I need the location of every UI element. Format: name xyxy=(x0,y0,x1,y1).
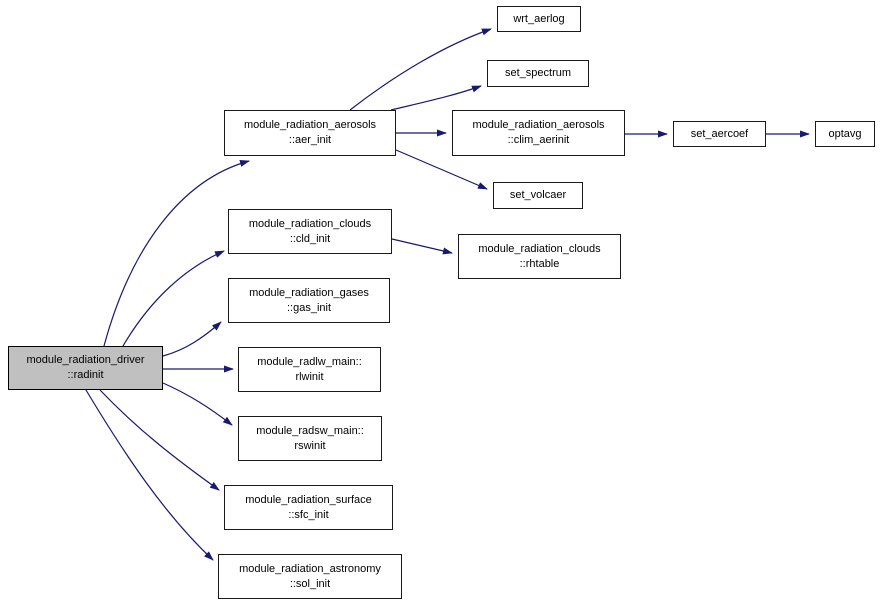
node-aer_init-line2: ::aer_init xyxy=(288,134,332,146)
node-clim_aerinit-line1: module_radiation_aerosols xyxy=(472,119,605,131)
edge-radinit-sfc_init xyxy=(99,389,220,491)
edge-aer_init-wrt_aerlog xyxy=(349,28,492,111)
edge-radinit-rswinit xyxy=(162,382,233,426)
node-optavg[interactable]: optavg xyxy=(815,121,875,147)
node-set_volcaer[interactable]: set_volcaer xyxy=(493,182,583,209)
node-rlwinit[interactable]: module_radlw_main:: rlwinit xyxy=(238,347,381,392)
node-clim_aerinit[interactable]: module_radiation_aerosols ::clim_aerinit xyxy=(452,110,625,156)
node-sfc_init-line2: ::sfc_init xyxy=(288,508,329,521)
node-gas_init-line1: module_radiation_gases xyxy=(249,286,369,299)
node-rswinit[interactable]: module_radsw_main:: rswinit xyxy=(238,416,382,461)
node-gas_init-line2: ::gas_init xyxy=(286,301,332,314)
edge-radinit-sol_init xyxy=(85,389,214,561)
node-set_spectrum-line1: set_spectrum xyxy=(504,67,572,79)
node-wrt_aerlog-line1: wrt_aerlog xyxy=(513,12,565,25)
node-optavg-line1: optavg xyxy=(828,127,862,140)
edge-cld_init-rhtable xyxy=(391,238,453,255)
node-cld_init-line1: module_radiation_clouds xyxy=(248,217,372,230)
node-rlwinit-line1: module_radlw_main:: xyxy=(257,355,362,368)
node-set_spectrum[interactable]: set_spectrum xyxy=(487,60,589,87)
node-rswinit-line1: module_radsw_main:: xyxy=(256,424,364,437)
edge-radinit-gas_init xyxy=(162,321,222,357)
node-wrt_aerlog[interactable]: wrt_aerlog xyxy=(497,6,581,32)
node-radinit-line1: module_radiation_driver xyxy=(26,354,145,366)
node-rhtable-line1: module_radiation_clouds xyxy=(478,242,601,255)
node-set_aercoef-line1: set_aercoef xyxy=(690,127,749,140)
edge-aer_init-set_volcaer xyxy=(395,149,488,190)
node-radinit: module_radiation_driver ::radinit xyxy=(8,346,163,390)
node-sfc_init[interactable]: module_radiation_surface ::sfc_init xyxy=(224,485,393,530)
node-clim_aerinit-line2: ::clim_aerinit xyxy=(507,134,570,146)
node-set_aercoef[interactable]: set_aercoef xyxy=(673,121,766,147)
node-rhtable[interactable]: module_radiation_clouds ::rhtable xyxy=(458,234,621,279)
node-rhtable-line2: ::rhtable xyxy=(519,257,560,270)
node-gas_init[interactable]: module_radiation_gases ::gas_init xyxy=(228,278,390,323)
node-set_volcaer-line1: set_volcaer xyxy=(509,189,567,201)
node-cld_init-line2: ::cld_init xyxy=(289,232,331,245)
node-sol_init-line2: ::sol_init xyxy=(289,577,331,590)
node-radinit-line2: ::radinit xyxy=(67,369,104,381)
node-aer_init[interactable]: module_radiation_aerosols ::aer_init xyxy=(224,110,396,156)
node-rswinit-line2: rswinit xyxy=(294,439,326,452)
node-sfc_init-line1: module_radiation_surface xyxy=(245,493,372,506)
node-cld_init[interactable]: module_radiation_clouds ::cld_init xyxy=(228,209,392,254)
node-rlwinit-line2: rlwinit xyxy=(295,370,324,383)
node-aer_init-line1: module_radiation_aerosols xyxy=(243,119,377,131)
edge-radinit-cld_init xyxy=(122,250,225,347)
edge-radinit-aer_init xyxy=(103,160,250,347)
edge-aer_init-set_spectrum xyxy=(390,85,482,111)
node-sol_init[interactable]: module_radiation_astronomy ::sol_init xyxy=(218,554,402,599)
node-sol_init-line1: module_radiation_astronomy xyxy=(239,562,381,575)
